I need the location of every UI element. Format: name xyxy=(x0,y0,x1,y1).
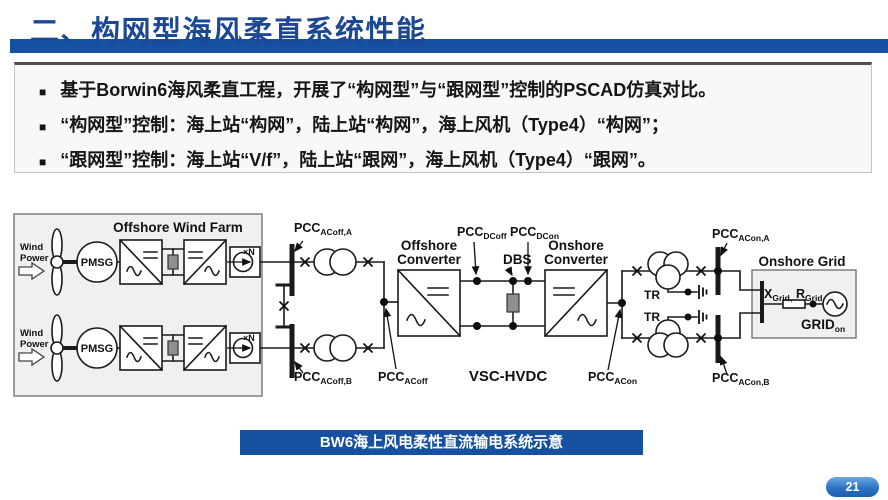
onshore-grid-title: Onshore Grid xyxy=(758,254,845,269)
tr-label: TR xyxy=(644,288,660,302)
wind-power-label: Power xyxy=(20,253,49,264)
pmsg-generator xyxy=(76,327,118,369)
dc-link-capacitor xyxy=(167,340,179,356)
bullet-item: ■ 基于Borwin6海风柔直工程，开展了“构网型”与“跟网型”控制的PSCAD… xyxy=(39,74,863,109)
grid-ac-source xyxy=(822,291,848,317)
pcc-dcon-label: PCCDCon xyxy=(510,225,559,241)
pmsg-generator xyxy=(76,241,118,283)
bullet-text: 基于Borwin6海风柔直工程，开展了“构网型”与“跟网型”控制的PSCAD仿真… xyxy=(60,80,717,100)
bullet-square-icon: ■ xyxy=(39,85,47,99)
vsc-hvdc-label: VSC-HVDC xyxy=(469,368,548,385)
figure-caption: BW6海上风电柔性直流输电系统示意 xyxy=(240,430,643,455)
pmsg-label: PMSG xyxy=(81,257,113,269)
onshore-transformer-bottom xyxy=(647,319,689,358)
bullet-square-icon: ■ xyxy=(39,120,47,134)
wind-power-arrow-icon xyxy=(18,347,46,367)
bullet-text: “跟网型”控制：海上站“V/f”，陆上站“跟网”，海上风机（Type4）“跟网”… xyxy=(60,150,656,170)
offshore-converter-label: Converter xyxy=(397,252,462,267)
wind-turbine-unit-1 xyxy=(18,228,261,296)
onshore-converter xyxy=(543,268,609,338)
pcc-acoff-label: PCCACoff xyxy=(378,370,428,386)
r-grid-label: RGrid xyxy=(796,287,823,303)
pcc-acoff-a-label: PCCACoff,A xyxy=(294,221,352,237)
xn-label: ×N xyxy=(243,247,255,257)
wind-power-label: Power xyxy=(20,339,49,350)
page-title: 二、构网型海风柔直系统性能 xyxy=(30,16,427,48)
pcc-acon-label: PCCACon xyxy=(588,370,637,386)
onshore-converter-label: Converter xyxy=(544,252,609,267)
pcc-acoff-b-label: PCCACoff,B xyxy=(294,370,352,386)
page-number-badge: 21 xyxy=(826,477,879,497)
summary-panel: ■ 基于Borwin6海风柔直工程，开展了“构网型”与“跟网型”控制的PSCAD… xyxy=(14,62,872,173)
pmsg-label: PMSG xyxy=(81,343,113,355)
turbine-hub xyxy=(50,255,64,269)
circuit-breakers xyxy=(278,256,707,354)
label-pointer-arrows xyxy=(294,240,728,375)
onshore-transformer-top xyxy=(647,251,689,290)
pcc-acon-b-label: PCCACon,B xyxy=(712,371,770,387)
wind-turbine-unit-2 xyxy=(18,314,261,382)
ground-icon xyxy=(698,285,708,324)
dbs-resistor xyxy=(506,293,520,313)
offshore-feeder-transformers xyxy=(313,248,357,362)
x-grid-label: XGrid, xyxy=(764,287,792,303)
offshore-wind-farm-title: Offshore Wind Farm xyxy=(113,220,243,235)
system-diagram: Offshore Wind Farm Onshore Grid Wind Pow… xyxy=(13,213,857,397)
wind-power-arrow-icon xyxy=(18,261,46,281)
wind-power-label: Wind xyxy=(20,328,43,339)
grid-on-label: GRIDon xyxy=(801,317,845,334)
pcc-dcoff-label: PCCDCoff xyxy=(457,225,507,241)
dc-link-capacitor xyxy=(167,254,179,270)
title-underline-bar xyxy=(10,39,888,53)
dbs-label: DBS xyxy=(503,252,532,267)
tr-label: TR xyxy=(644,310,660,324)
wind-power-label: Wind xyxy=(20,242,43,253)
offshore-converter xyxy=(396,268,462,338)
onshore-converter-label: Onshore xyxy=(548,238,604,253)
pcc-acon-a-label: PCCACon,A xyxy=(712,227,770,243)
xn-label: ×N xyxy=(243,333,255,343)
bullet-square-icon: ■ xyxy=(39,155,47,169)
bullet-item: ■ “跟网型”控制：海上站“V/f”，陆上站“跟网”，海上风机（Type4）“跟… xyxy=(39,144,863,179)
junction-dots xyxy=(380,267,817,342)
bullet-item: ■ “构网型”控制：海上站“构网”，陆上站“构网”，海上风机（Type4）“构网… xyxy=(39,109,863,144)
bullet-text: “构网型”控制：海上站“构网”，陆上站“构网”，海上风机（Type4）“构网”； xyxy=(60,115,669,135)
offshore-converter-label: Offshore xyxy=(401,238,458,253)
grid-impedance-resistor xyxy=(782,299,806,309)
turbine-hub xyxy=(50,341,64,355)
